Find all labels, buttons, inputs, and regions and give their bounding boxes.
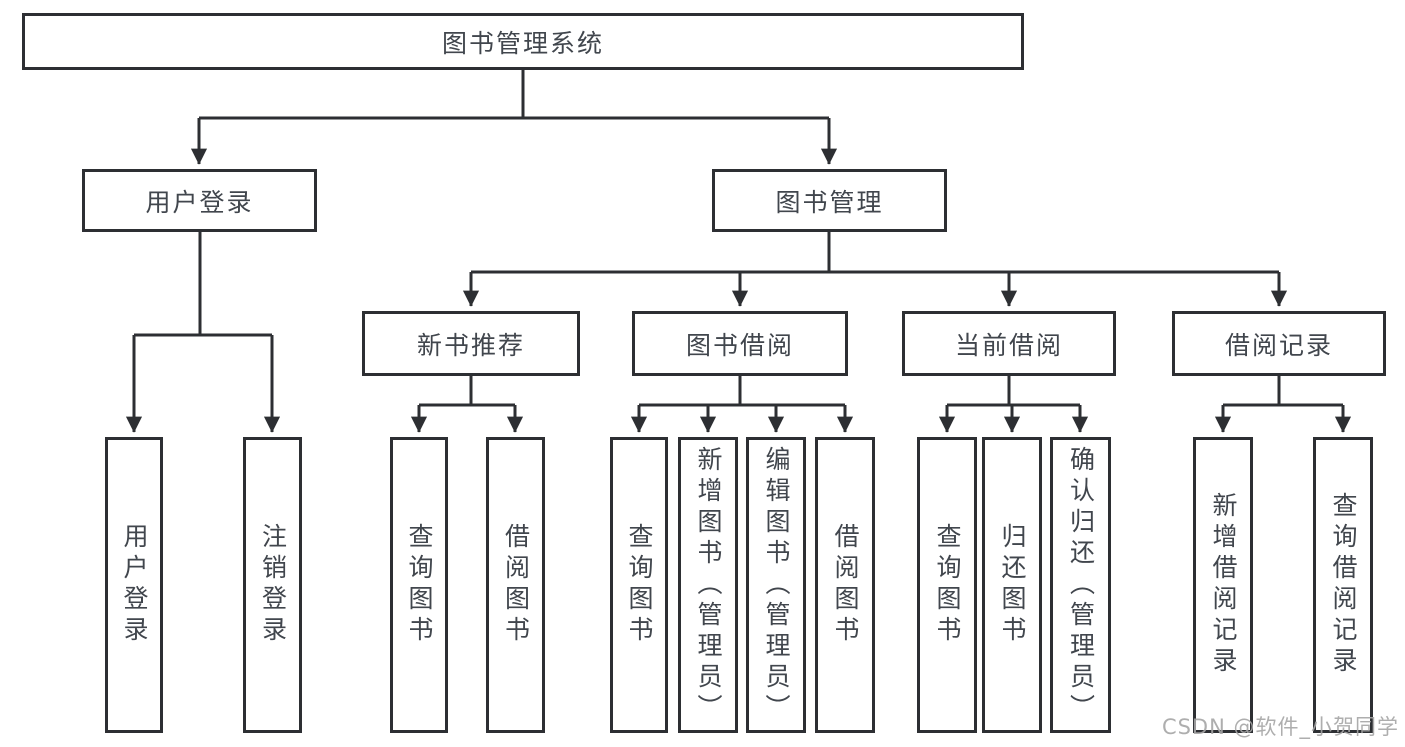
- leaf-query-books-2: 查询图书: [610, 437, 668, 733]
- leaf-borrow-books-2: 借阅图书: [815, 437, 875, 733]
- node-current-borrowing: 当前借阅: [902, 311, 1116, 376]
- leaf-label: 借阅图书: [831, 523, 860, 647]
- leaf-label: 编辑图书（管理员）: [762, 445, 791, 725]
- node-label: 图书管理系统: [441, 28, 604, 58]
- leaf-label: 确认归还（管理员）: [1066, 445, 1096, 725]
- leaf-edit-books-admin: 编辑图书（管理员）: [746, 437, 806, 733]
- node-label: 用户登录: [145, 187, 254, 217]
- leaf-query-borrow-record: 查询借阅记录: [1313, 437, 1373, 733]
- node-label: 图书管理: [775, 187, 884, 217]
- leaf-borrow-books-1: 借阅图书: [486, 437, 545, 733]
- leaf-user-login: 用户登录: [105, 437, 163, 733]
- leaf-label: 注销登录: [258, 523, 288, 647]
- node-borrowing-records: 借阅记录: [1172, 311, 1386, 376]
- leaf-add-borrow-record: 新增借阅记录: [1193, 437, 1253, 733]
- leaf-query-books-1: 查询图书: [390, 437, 448, 733]
- node-label: 借阅记录: [1224, 330, 1333, 360]
- node-library-management-system: 图书管理系统: [22, 13, 1024, 70]
- leaf-logout: 注销登录: [243, 437, 302, 733]
- leaf-label: 借阅图书: [501, 523, 531, 647]
- node-label: 新书推荐: [416, 330, 525, 360]
- node-label: 当前借阅: [954, 330, 1063, 360]
- csdn-watermark: CSDN @软件_小贺同学: [1161, 715, 1399, 739]
- leaf-label: 新增借阅记录: [1209, 492, 1238, 678]
- leaf-query-books-3: 查询图书: [917, 437, 977, 733]
- node-book-borrowing: 图书借阅: [632, 311, 848, 376]
- node-book-management-branch: 图书管理: [712, 169, 947, 232]
- leaf-label: 用户登录: [120, 523, 149, 647]
- leaf-return-books: 归还图书: [982, 437, 1042, 733]
- leaf-confirm-return-admin: 确认归还（管理员）: [1050, 437, 1111, 733]
- node-user-login-branch: 用户登录: [82, 169, 317, 232]
- leaf-label: 查询图书: [405, 523, 434, 647]
- node-new-book-recommend: 新书推荐: [362, 311, 580, 376]
- leaf-label: 新增图书（管理员）: [694, 445, 723, 725]
- node-label: 图书借阅: [685, 330, 794, 360]
- leaf-label: 查询图书: [625, 523, 654, 647]
- leaf-label: 查询借阅记录: [1329, 492, 1358, 678]
- leaf-add-books-admin: 新增图书（管理员）: [678, 437, 738, 733]
- leaf-label: 归还图书: [998, 523, 1027, 647]
- leaf-label: 查询图书: [933, 523, 962, 647]
